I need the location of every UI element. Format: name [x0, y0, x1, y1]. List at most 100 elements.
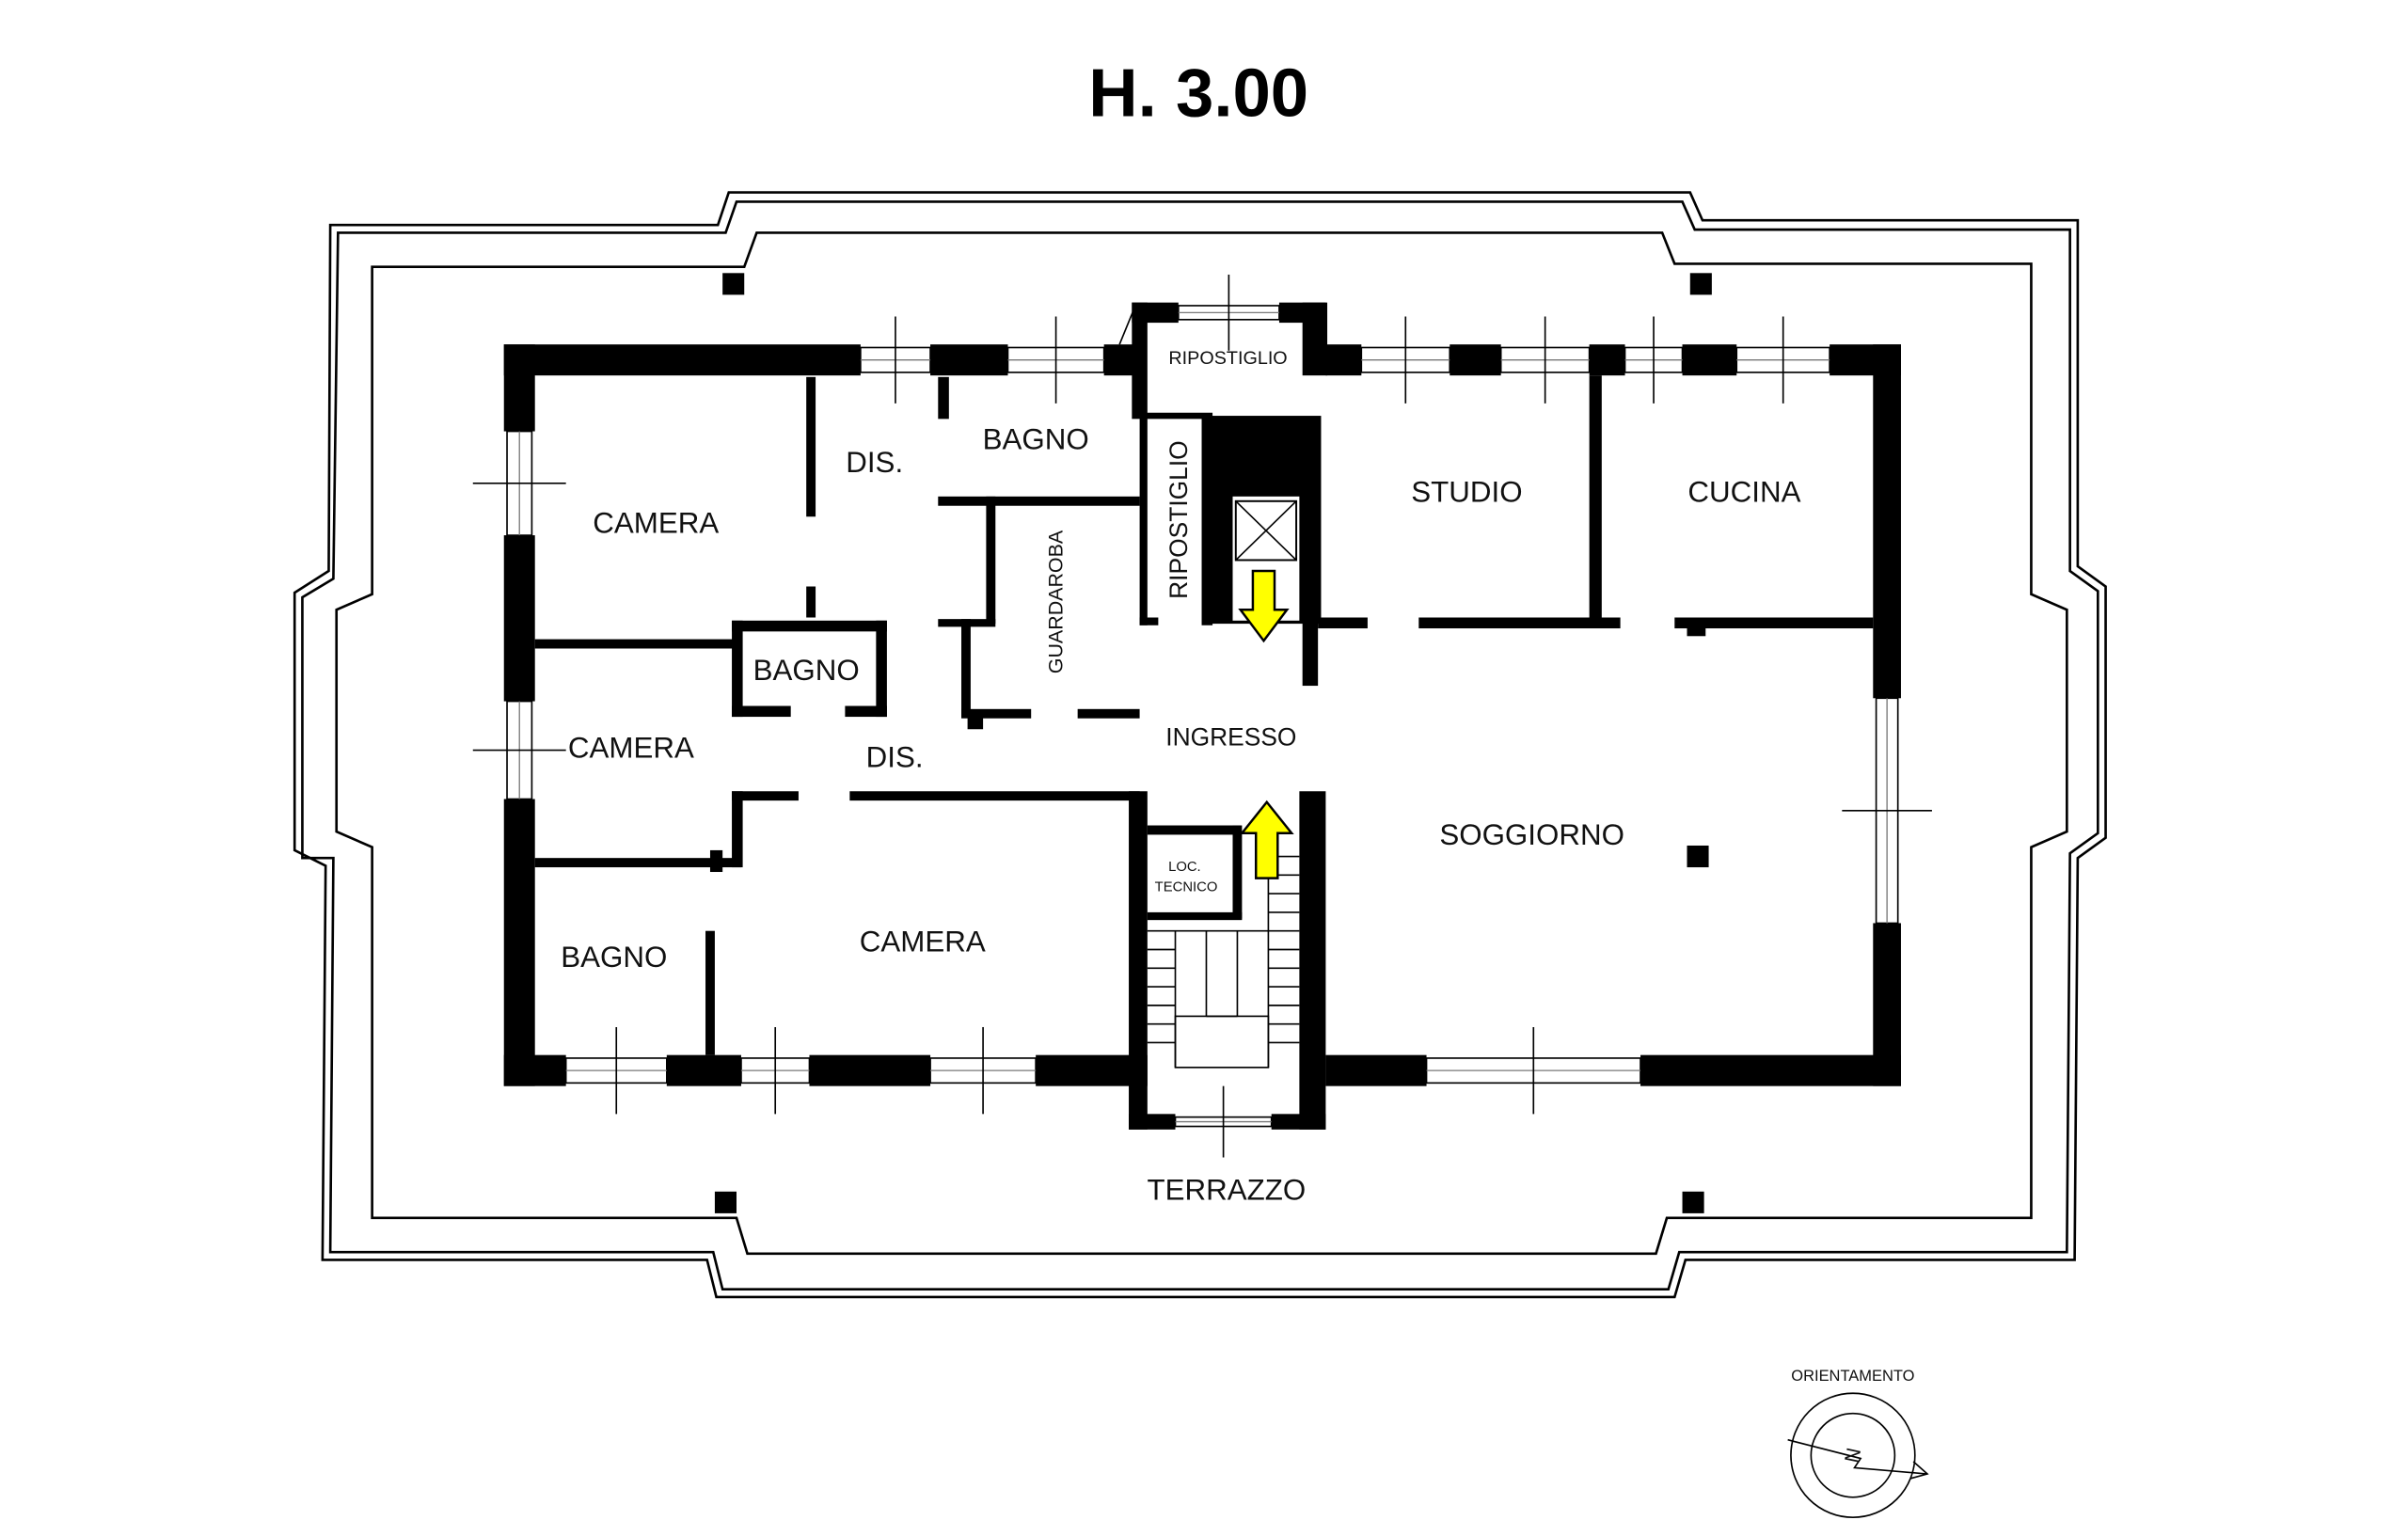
wall-segment	[1674, 617, 1874, 629]
terrace-outer-edge	[293, 191, 2107, 1299]
wall-segment	[806, 376, 816, 517]
wall-segment	[1687, 617, 1706, 637]
wall-segment	[709, 849, 723, 873]
wall-segment	[1450, 344, 1501, 376]
compass-outer-ring	[1790, 1392, 1916, 1519]
window	[472, 430, 566, 536]
compass-inner-ring	[1810, 1412, 1896, 1498]
wall-segment	[1201, 416, 1213, 625]
window	[1425, 1026, 1641, 1115]
window	[1624, 316, 1684, 404]
wall-segment	[986, 496, 996, 625]
wall-segment	[961, 619, 971, 718]
wall-segment	[503, 535, 535, 702]
room-label-studio: STUDIO	[1411, 475, 1522, 508]
window	[929, 1026, 1037, 1115]
stair-landing	[1174, 1015, 1270, 1069]
terrace-outline	[293, 191, 2107, 1299]
wall-segment	[722, 273, 745, 295]
terrace-label: TERRAZZO	[1148, 1174, 1307, 1207]
wall-segment	[732, 620, 743, 718]
room-label-ripostiglio-vertical: RIPOSTIGLIO	[1164, 440, 1193, 599]
wall-segment	[1687, 845, 1709, 868]
wall-segment	[1139, 412, 1213, 420]
compass-needle	[1787, 1438, 1928, 1475]
wall-segment	[1132, 302, 1148, 420]
window	[740, 1026, 811, 1115]
wall-segment	[666, 1054, 741, 1086]
room-label-dis: DIS.	[866, 740, 924, 773]
room-label-ripostiglio: RIPOSTIGLIO	[1168, 348, 1287, 369]
wall-segment	[1682, 1191, 1704, 1213]
room-label-cucina: CUCINA	[1687, 475, 1800, 508]
room-label-loc: LOC.	[1168, 860, 1201, 875]
elevator-icon	[1232, 496, 1300, 621]
wall-segment	[1325, 1054, 1427, 1086]
compass-icon: ORIENTAMENTO N	[1787, 1368, 1929, 1519]
wall-segment	[1302, 617, 1319, 687]
room-labels: CAMERA DIS. BAGNO RIPOSTIGLIO RIPOSTIGLI…	[561, 348, 1800, 1207]
window	[1499, 316, 1591, 404]
wall-segment	[1873, 344, 1901, 699]
room-label-tecnico: TECNICO	[1155, 880, 1218, 895]
compass-north-letter: N	[1841, 1446, 1866, 1465]
wall-segment	[1139, 617, 1159, 625]
room-label-bagno: BAGNO	[753, 654, 860, 687]
wall-segment	[1689, 273, 1712, 295]
wall-segment	[967, 710, 984, 730]
arrow-down-icon	[1238, 569, 1290, 643]
wall-segment	[938, 496, 1140, 506]
room-label-camera: CAMERA	[860, 926, 986, 958]
wall-segment	[806, 586, 816, 618]
wall-segment	[1232, 825, 1243, 919]
wall-segment	[876, 620, 887, 718]
wall-mark	[1118, 309, 1134, 345]
wall-segment	[930, 344, 1008, 376]
elevator-cross-line	[1235, 500, 1297, 562]
wall-segment	[1077, 708, 1140, 719]
page-title: H. 3.00	[1088, 55, 1308, 131]
wall-segment	[503, 344, 535, 432]
wall-segment	[732, 620, 887, 632]
wall-segment	[714, 1191, 737, 1213]
wall-segment	[938, 376, 949, 420]
window	[1735, 316, 1830, 404]
window	[1842, 697, 1932, 925]
wall-segment	[503, 799, 535, 1086]
window	[564, 1026, 668, 1115]
window	[472, 700, 566, 800]
room-label-dis: DIS.	[846, 446, 903, 479]
walls	[503, 273, 1901, 1213]
wall-segment	[1147, 825, 1241, 835]
wall-segment	[809, 1054, 931, 1086]
wall-segment	[1129, 1114, 1176, 1130]
terrace-outer-edge-inner	[301, 200, 2099, 1291]
wall-segment	[1418, 617, 1621, 629]
room-label-ingresso: INGRESSO	[1165, 723, 1296, 752]
room-label-camera: CAMERA	[568, 732, 694, 765]
wall-segment	[705, 930, 715, 1055]
room-label-bagno: BAGNO	[983, 422, 1089, 455]
window	[1174, 1085, 1273, 1158]
wall-segment	[845, 705, 887, 718]
wall-segment	[1589, 375, 1602, 621]
wall-segment	[534, 858, 741, 868]
wall-segment	[1640, 1054, 1901, 1086]
wall-segment	[1147, 911, 1243, 921]
staircase-icon	[1147, 837, 1300, 1069]
window	[1177, 274, 1280, 351]
room-label-camera: CAMERA	[593, 506, 719, 539]
wall-segment	[849, 791, 1140, 801]
wall-segment	[732, 791, 799, 801]
wall-segment	[1299, 791, 1326, 1130]
arrow-up-icon	[1239, 800, 1294, 879]
wall-segment	[503, 1054, 566, 1086]
room-label-guardaroba: GUARDAROBA	[1045, 530, 1068, 673]
wall-segment	[1302, 302, 1328, 376]
window	[860, 316, 931, 404]
wall-segment	[534, 639, 737, 649]
wall-segment	[1325, 344, 1362, 376]
window	[1360, 316, 1451, 404]
terrace-parapet	[335, 231, 2068, 1256]
